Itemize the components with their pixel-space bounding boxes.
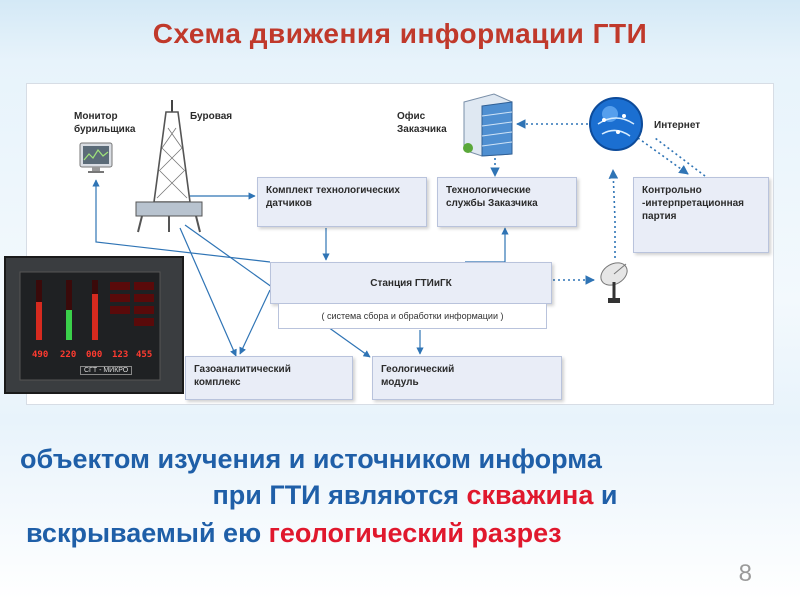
geology-module-box-label: Геологический модуль	[381, 364, 455, 388]
readout-2: 220	[60, 350, 77, 360]
gas-analysis-box-label: Газоаналитический комплекс	[194, 364, 291, 388]
link-party-internet	[654, 137, 706, 177]
office-building-icon	[463, 93, 513, 157]
sensors-box: Комплект технологических датчиков	[257, 177, 427, 227]
bottom-line-2-highlight: скважина	[466, 480, 594, 510]
bottom-line-3: вскрываемый ею геологический разрез	[26, 518, 800, 549]
internet-globe-icon	[589, 97, 643, 151]
rig-label: Буровая	[190, 111, 233, 122]
station-box-label: Станция ГТИиГК	[370, 277, 452, 289]
geology-module-box: Геологический модуль	[372, 356, 562, 400]
sensors-box-label: Комплект технологических датчиков	[266, 185, 400, 209]
customer-services-box: Технологические службы Заказчика	[437, 177, 577, 227]
customer-services-box-label: Технологические службы Заказчика	[446, 185, 538, 209]
gas-analysis-box: Газоаналитический комплекс	[185, 356, 353, 400]
monitor-icon	[79, 142, 113, 173]
interpretation-party-box: Контрольно -интерпретационная партия	[633, 177, 769, 253]
link-internet-party	[637, 137, 689, 175]
station-box: Станция ГТИиГК	[270, 262, 552, 304]
drilling-rig-icon	[135, 100, 203, 233]
link-rig-gas	[179, 227, 237, 357]
bottom-line-2: при ГТИ являются скважина и	[0, 480, 800, 511]
readout-1: 490	[32, 350, 49, 360]
link-dish-internet	[608, 169, 619, 258]
bottom-line-3-a: вскрываемый ею	[26, 518, 269, 548]
bottom-line-2-b: и	[593, 480, 618, 510]
link-station-monitor	[92, 179, 271, 263]
panel-brand: СГТ - МИКРО	[80, 366, 133, 375]
readout-3: 000	[86, 350, 103, 360]
instrument-panel-illustration	[6, 258, 182, 392]
interpretation-party-box-label: Контрольно -интерпретационная партия	[642, 185, 745, 222]
page-number: 8	[738, 560, 752, 587]
bottom-line-2-a: при ГТИ являются	[212, 480, 467, 510]
readout-4: 123	[112, 350, 129, 360]
internet-label: Интернет	[654, 120, 701, 131]
bottom-line-1: объектом изучения и источником информа	[20, 444, 602, 474]
station-subtitle-box: ( система сбора и обработки информации )	[278, 303, 547, 329]
satellite-dish-icon	[600, 262, 628, 303]
bottom-line-3-highlight: геологический разрез	[268, 518, 562, 548]
instrument-panel-photo: 490 220 000 123 455 СГТ - МИКРО	[4, 256, 184, 394]
slide-title: Схема движения информации ГТИ	[152, 18, 648, 49]
office-label: Офис Заказчика	[397, 111, 447, 135]
link-station-gas	[239, 289, 271, 355]
link-station-services	[465, 227, 509, 263]
readout-5: 455	[136, 350, 153, 360]
monitor-label: Монитор бурильщика	[74, 111, 136, 135]
station-subtitle-label: ( система сбора и обработки информации )	[321, 311, 504, 321]
